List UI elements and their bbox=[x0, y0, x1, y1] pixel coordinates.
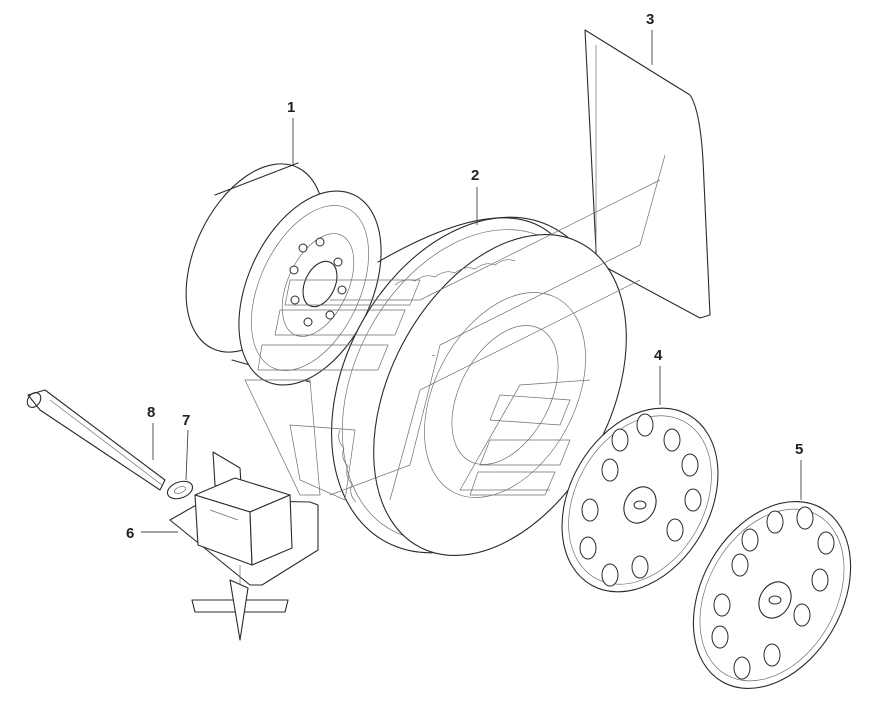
callout-labels: 1 2 3 4 5 6 7 8 bbox=[126, 11, 803, 542]
callout-2: 2 bbox=[471, 167, 479, 184]
callout-7: 7 bbox=[182, 412, 190, 429]
washer-part bbox=[166, 480, 194, 500]
callout-4: 4 bbox=[654, 347, 663, 364]
callout-6: 6 bbox=[126, 525, 134, 542]
spare-carrier-part bbox=[169, 451, 319, 641]
mudflap-part bbox=[584, 29, 711, 319]
callout-3: 3 bbox=[646, 11, 654, 28]
svg-text:-: - bbox=[432, 350, 435, 360]
wheel-cover-rear-part bbox=[692, 501, 852, 689]
callout-5: 5 bbox=[795, 441, 803, 458]
callout-8: 8 bbox=[147, 404, 155, 421]
callout-1: 1 bbox=[287, 99, 295, 116]
wheel-cover-front-part bbox=[561, 407, 719, 593]
assembly-leader-lines bbox=[244, 154, 666, 501]
wrench-bar-part bbox=[26, 389, 166, 491]
callout-leaders bbox=[141, 30, 802, 533]
